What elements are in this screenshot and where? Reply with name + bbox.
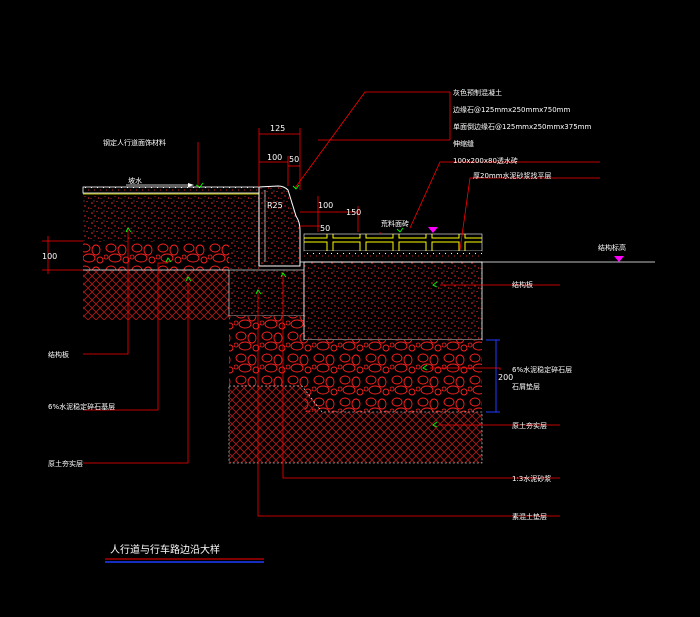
label-gravel-base-right-2: 石屑垫层 xyxy=(512,382,540,391)
dimension-lines xyxy=(42,128,359,274)
dim-100-left: 100 xyxy=(42,252,57,261)
label-mortar: 厚20mm水泥砂浆找平层 xyxy=(473,171,552,180)
label-curb-title: 灰色预制混凝土 xyxy=(453,88,502,97)
leader-lines xyxy=(83,91,600,517)
dim-100-mid: 100 xyxy=(318,201,333,210)
sidewalk-concrete-slab xyxy=(83,196,259,241)
label-curb-joint: 单面倒边缘石@125mmx250mmx375mm xyxy=(453,122,591,131)
label-cement-mortar: 1:3水泥砂浆 xyxy=(512,474,551,483)
dim-50-b: 50 xyxy=(320,224,330,233)
curb-stone xyxy=(258,185,301,267)
sidewalk-section xyxy=(82,186,260,320)
dim-125: 125 xyxy=(270,124,285,133)
finish-level-label: 结构标高 xyxy=(598,243,626,252)
label-compacted-soil-right: 原土夯实层 xyxy=(512,421,547,430)
label-paving: 荒料面砖 xyxy=(381,219,409,228)
road-gravel-base xyxy=(304,340,482,412)
label-structure-slab: 结构板 xyxy=(512,280,533,289)
label-joint: 伸缩缝 xyxy=(453,139,474,148)
dim-200: 200 xyxy=(498,373,513,382)
label-sidewalk-material: 钢定人行道面饰材料 xyxy=(103,138,166,147)
label-base-slab: 结构板 xyxy=(48,350,69,359)
road-soil-hatch xyxy=(228,385,483,464)
dim-r25: R25 xyxy=(267,201,283,210)
label-compacted-soil-left: 原土夯实层 xyxy=(48,459,83,468)
road-section xyxy=(228,233,483,464)
label-gravel-base: 6%水泥稳定碎石基层 xyxy=(48,402,115,411)
label-plain-soil: 素混土垫层 xyxy=(512,512,547,521)
label-slope: 坡水 xyxy=(128,176,142,185)
blue-dimension xyxy=(486,339,500,413)
sidewalk-gravel-layer xyxy=(83,241,229,270)
label-grate: 100x200x80透水砖 xyxy=(453,156,518,165)
dim-100-top: 100 xyxy=(267,153,282,162)
sidewalk-surface xyxy=(82,186,260,194)
road-structure-slab xyxy=(303,261,483,341)
label-curb-size: 边缘石@125mmx250mmx750mm xyxy=(453,105,570,114)
finish-level-marker xyxy=(614,256,624,262)
dim-150: 150 xyxy=(346,208,361,217)
drawing-title: 人行道与行车路边沿大样 xyxy=(110,543,220,556)
dim-50: 50 xyxy=(289,155,299,164)
paver-row xyxy=(303,233,483,252)
green-arrows xyxy=(125,182,438,428)
sidewalk-soil-hatch xyxy=(83,270,229,320)
label-gravel-base-right: 6%水泥稳定碎石层 xyxy=(512,365,572,374)
